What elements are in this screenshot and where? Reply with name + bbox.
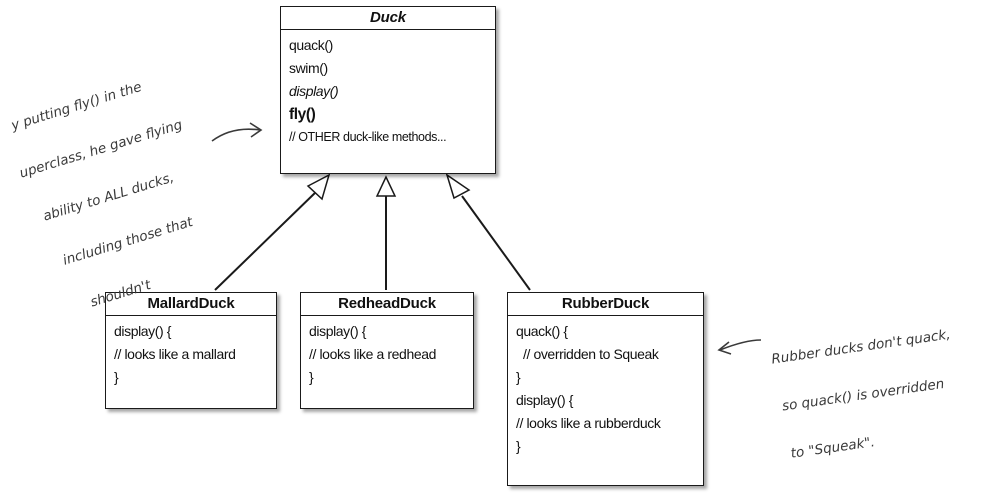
duck-method-other: // OTHER duck-like methods... <box>289 130 447 144</box>
left-note-arrow-icon <box>211 128 261 142</box>
right-annotation-line-3: to "Squeak". <box>789 434 876 462</box>
mallard-class-title: MallardDuck <box>106 293 276 316</box>
rubber-line-6: } <box>516 438 521 454</box>
left-annotation-line-5: shouldn't <box>88 276 153 311</box>
redhead-line-3: } <box>309 369 314 385</box>
redhead-methods: display() { // looks like a redhead } <box>301 316 473 393</box>
mallard-line-1: display() { <box>114 323 172 339</box>
mallard-class-box: MallardDuck display() { // looks like a … <box>105 292 277 409</box>
rubber-line-3: } <box>516 369 521 385</box>
right-note-arrow-icon <box>719 339 762 351</box>
duck-class-box: Duck quack() swim() display() fly() // O… <box>280 6 496 174</box>
rubber-line-2: // overridden to Squeak <box>516 346 659 362</box>
right-annotation-line-1: Rubber ducks don't quack, <box>770 326 952 368</box>
left-annotation-line-1: y putting fly() in the <box>9 78 144 134</box>
right-annotation-line-2: so quack() is overridden <box>781 375 946 415</box>
mallard-arrowhead-icon <box>306 173 331 201</box>
redhead-class-box: RedheadDuck display() { // looks like a … <box>300 292 474 409</box>
left-note-arrowhead-icon <box>249 122 263 138</box>
rubber-methods: quack() { // overridden to Squeak } disp… <box>508 316 703 462</box>
duck-method-display: display() <box>289 83 339 99</box>
rubber-class-title: RubberDuck <box>508 293 703 316</box>
rubber-inheritance-line <box>461 195 531 291</box>
mallard-inheritance-line <box>214 189 319 291</box>
rubber-line-4: display() { <box>516 392 574 408</box>
mallard-line-2: // looks like a mallard <box>114 346 236 362</box>
redhead-line-2: // looks like a redhead <box>309 346 436 362</box>
rubber-arrowhead-icon <box>445 173 471 200</box>
duck-methods: quack() swim() display() fly() // OTHER … <box>281 30 495 152</box>
duck-class-title: Duck <box>281 7 495 30</box>
redhead-class-title: RedheadDuck <box>301 293 473 316</box>
right-note-arrowhead-icon <box>717 341 732 355</box>
redhead-line-1: display() { <box>309 323 367 339</box>
mallard-line-3: } <box>114 369 119 385</box>
mallard-methods: display() { // looks like a mallard } <box>106 316 276 393</box>
rubber-class-box: RubberDuck quack() { // overridden to Sq… <box>507 292 704 486</box>
rubber-line-5: // looks like a rubberduck <box>516 415 661 431</box>
duck-method-quack: quack() <box>289 37 333 53</box>
left-annotation-line-2: uperclass, he gave flying <box>17 116 185 182</box>
duck-method-fly: fly() <box>289 106 316 123</box>
duck-method-swim: swim() <box>289 60 328 76</box>
redhead-arrowhead-icon <box>375 175 397 197</box>
left-annotation-line-3: ability to ALL ducks, <box>41 169 176 225</box>
left-annotation-line-4: including those that <box>61 213 195 269</box>
rubber-line-1: quack() { <box>516 323 568 339</box>
right-annotation: Rubber ducks don't quack, so quack() is … <box>766 295 969 494</box>
